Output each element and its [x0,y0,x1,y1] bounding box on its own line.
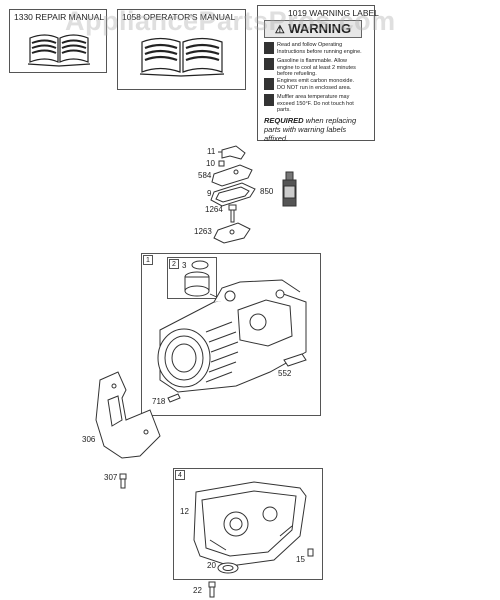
dowel-pin-part [283,353,307,367]
part-label-10: 10 [206,159,215,168]
cylinder-block-part [157,279,307,393]
warning-header: ⚠ WARNING [264,20,362,38]
part-label-584: 584 [198,171,212,180]
bolt-part [228,204,237,223]
book-icon [27,34,91,67]
warning-triangle-icon: ⚠ [274,24,285,36]
manual-read-icon [264,42,274,54]
shroud-screw-part [119,473,127,489]
screw-part [218,160,225,167]
part-label-718: 718 [152,397,166,406]
group-tag-2: 2 [169,259,179,269]
operators-manual-title: OPERATOR'S MANUAL [143,12,236,22]
air-guide-part [95,371,161,459]
sump-part [193,481,307,567]
part-label-850: 850 [260,187,274,196]
warning-row: Gasoline is flammable. Allow engine to c… [264,58,362,77]
warning-header-text: WARNING [288,21,352,36]
warning-label-box: 1019 WARNING LABEL ⚠ WARNING Read and fo… [257,5,379,143]
group-tag-4: 4 [175,470,185,480]
breather-cover-part [211,164,253,187]
required-text: when replacing parts with warning labels… [264,116,357,143]
drain-plug-part [307,548,314,557]
required-note: REQUIRED when replacing parts with warni… [264,116,366,143]
operators-manual-label: 1058 OPERATOR'S MANUAL [122,12,235,22]
part-label-307: 307 [104,473,118,482]
pin-part [167,393,181,403]
part-label-552: 552 [278,369,292,378]
warning-row: Muffler area temperature may exceed 150°… [264,94,362,113]
part-label-22: 22 [193,586,202,595]
warning-label-title: WARNING LABEL [309,8,379,18]
warning-row-text: Muffler area temperature may exceed 150°… [277,94,354,113]
hot-surface-icon [264,94,274,106]
cylinder-sleeve-part [184,260,210,297]
fire-icon [264,58,274,70]
breather-tube-part [218,145,246,160]
warning-row-text: Read and follow Operating Instructions b… [277,42,362,55]
part-label-15: 15 [296,555,305,564]
part-label-12: 12 [180,507,189,516]
warning-row-text: Gasoline is flammable. Allow engine to c… [277,58,356,77]
part-label-9: 9 [207,189,212,198]
part-label-11: 11 [207,147,216,156]
group-tag-1: 1 [143,255,153,265]
plate-part [213,222,251,244]
sump-screw-part [208,581,216,598]
operators-manual-number: 1058 [122,12,141,22]
part-label-1264: 1264 [205,205,223,214]
part-label-306: 306 [82,435,96,444]
book-icon [139,37,225,77]
fumes-icon [264,78,274,90]
warning-label-caption: 1019 WARNING LABEL [288,8,379,18]
oil-seal-part [217,562,239,574]
repair-manual-title: REPAIR MANUAL [35,12,105,22]
part-label-3: 3 [182,261,187,270]
warning-label-number: 1019 [288,8,307,18]
repair-manual-number: 1330 [14,12,33,22]
part-label-20: 20 [207,561,216,570]
repair-manual-label: 1330 REPAIR MANUAL [14,12,104,22]
warning-row-text: Engines emit carbon monoxide. DO NOT run… [277,78,355,91]
operators-manual-box: 1058 OPERATOR'S MANUAL [117,9,246,90]
repair-manual-box: 1330 REPAIR MANUAL [9,9,107,73]
sealant-bottle-part [282,171,297,207]
gasket-part [210,182,256,207]
part-label-1263: 1263 [194,227,212,236]
warning-row: Engines emit carbon monoxide. DO NOT run… [264,78,362,92]
required-bold: REQUIRED [264,116,304,125]
warning-row: Read and follow Operating Instructions b… [264,42,362,56]
